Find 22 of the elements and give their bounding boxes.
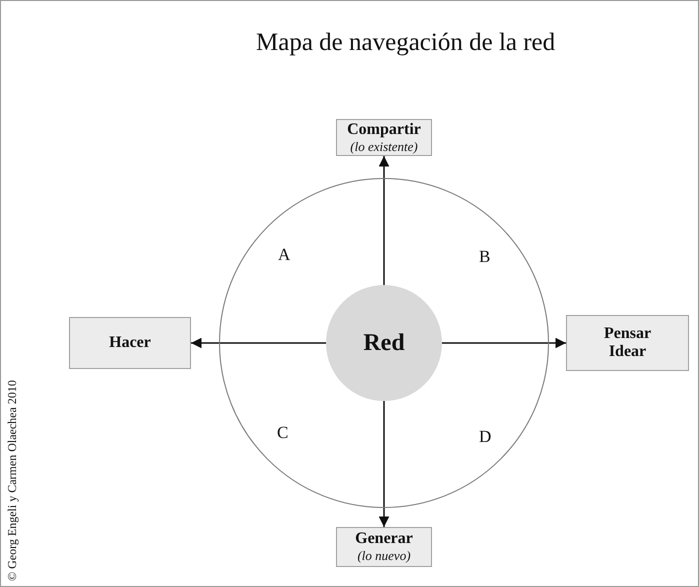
label-box bbox=[336, 119, 432, 156]
node-title: Hacer bbox=[109, 334, 151, 352]
node-title: Pensar Idear bbox=[602, 325, 652, 361]
label-box bbox=[69, 317, 191, 369]
quadrant-letter: B bbox=[479, 247, 490, 267]
arrow bbox=[378, 401, 390, 527]
quadrant-letter: D bbox=[479, 427, 492, 447]
copyright-note: © Georg Engeli y Carmen Olaechea 2010 bbox=[5, 380, 20, 581]
quadrant-letter: A bbox=[278, 245, 290, 265]
quadrant-letter: C bbox=[277, 423, 288, 443]
subtitle-text: (lo existente) bbox=[350, 138, 418, 154]
circle-shape bbox=[219, 178, 549, 508]
arrow bbox=[442, 338, 566, 348]
diagram-title: Mapa de navegación de la red bbox=[256, 29, 556, 57]
subtitle-text: (lo nuevo) bbox=[357, 548, 411, 564]
node-title: Compartir bbox=[347, 120, 421, 138]
label-box bbox=[336, 527, 432, 567]
node-title: Red bbox=[363, 330, 405, 356]
arrow bbox=[378, 156, 390, 285]
arrow bbox=[191, 338, 326, 348]
label-box bbox=[566, 315, 689, 371]
node-title: Generar bbox=[355, 530, 413, 548]
